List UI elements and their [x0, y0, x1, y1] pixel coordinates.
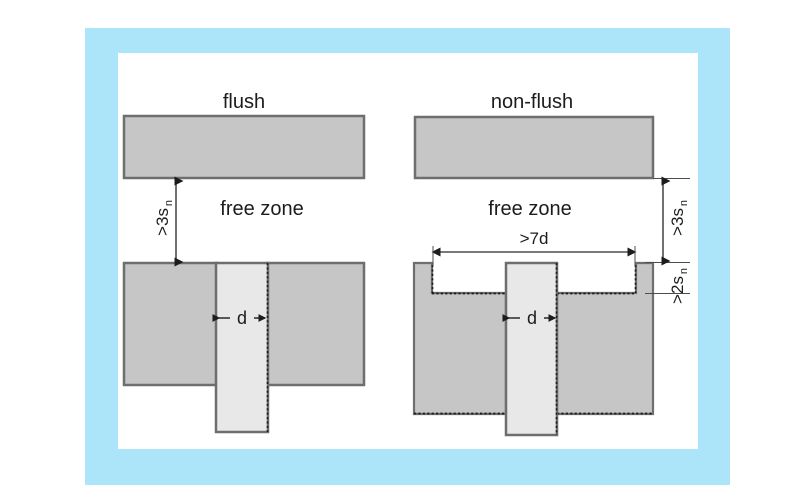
- panel-flush: flush >3s n free zone d: [122, 91, 366, 434]
- non-flush-pocket-width-label: >7d: [520, 229, 549, 248]
- non-flush-sensor-body-right: [555, 261, 655, 416]
- non-flush-rod-diameter-label: d: [527, 308, 537, 328]
- flush-free-zone-label: free zone: [220, 198, 303, 220]
- non-flush-clearance-label: >3s n: [668, 200, 690, 236]
- flush-sensor-body-right: [265, 261, 366, 387]
- flush-sensor-body-left: [122, 261, 219, 387]
- panel-non-flush: non-flush >7d: [412, 91, 690, 437]
- non-flush-sensor-rod: [504, 261, 559, 437]
- svg-text:n: n: [678, 200, 690, 206]
- panel-flush-title: flush: [223, 91, 265, 113]
- panel-non-flush-title: non-flush: [491, 91, 573, 113]
- non-flush-upper-plate: [413, 115, 655, 180]
- flush-sensor-rod: [214, 261, 270, 434]
- svg-text:>3s: >3s: [668, 208, 687, 236]
- flush-upper-plate: [122, 114, 366, 180]
- svg-text:>3s: >3s: [153, 208, 172, 236]
- flush-rod-diameter-label: d: [237, 308, 247, 328]
- non-flush-free-zone-label: free zone: [488, 198, 571, 220]
- svg-text:n: n: [163, 200, 175, 206]
- non-flush-sensor-body-left: [412, 261, 508, 416]
- svg-text:n: n: [678, 268, 690, 274]
- flush-clearance-label: >3s n: [153, 200, 175, 236]
- svg-text:>2s: >2s: [668, 276, 687, 304]
- non-flush-pocket-depth-label: >2s n: [668, 268, 690, 304]
